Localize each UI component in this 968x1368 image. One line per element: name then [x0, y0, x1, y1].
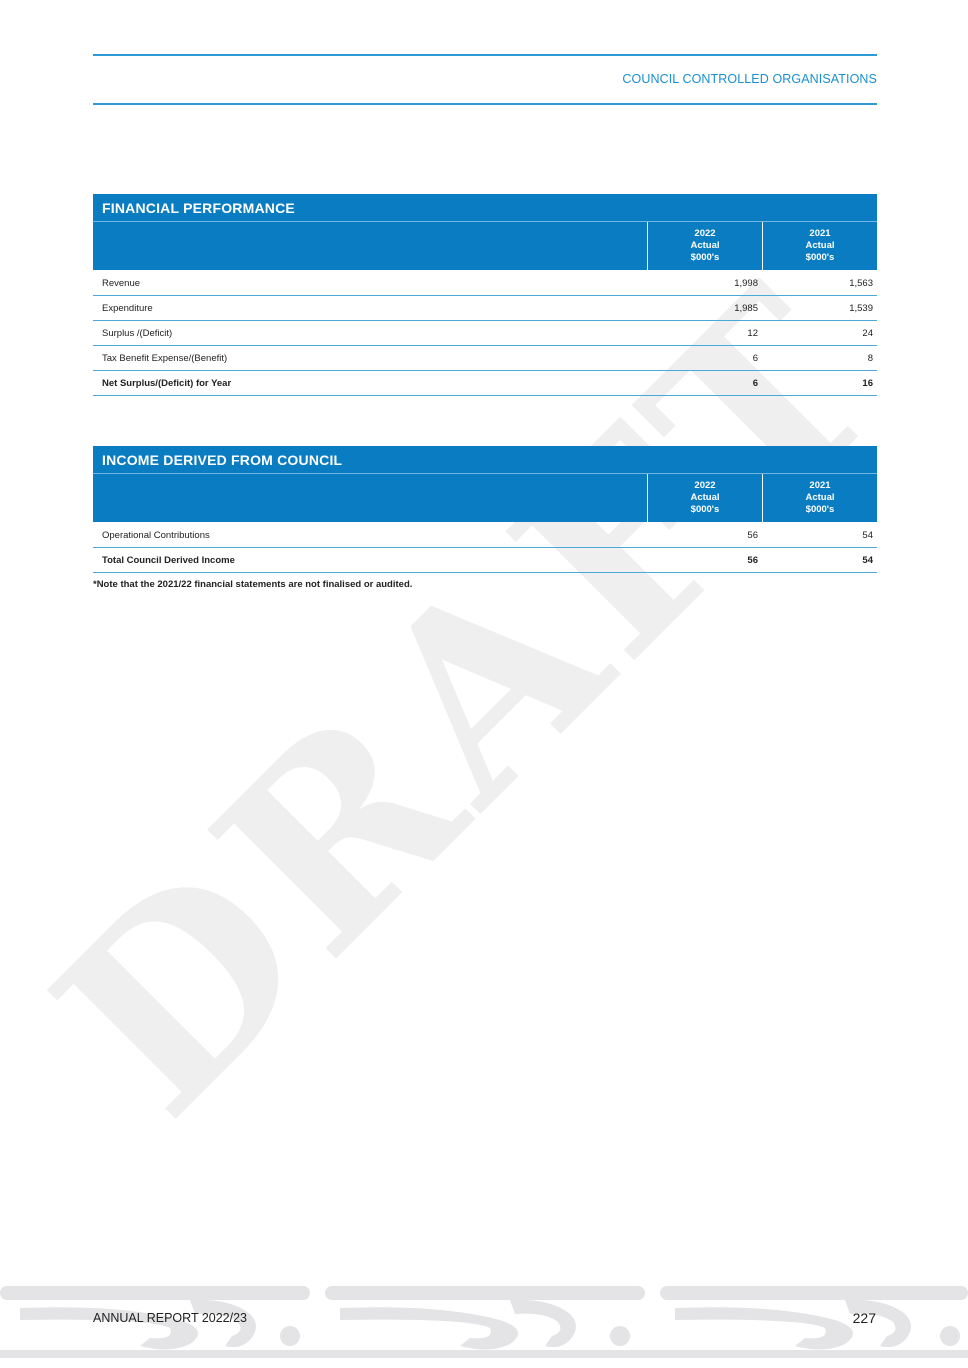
- value-2022: 1,998: [734, 277, 758, 289]
- page-number: 227: [852, 1310, 876, 1326]
- header-spacer: [93, 222, 648, 270]
- column-kind: Actual: [805, 492, 835, 503]
- row-label: Revenue: [102, 277, 141, 289]
- table-header: 2022 Actual $000's 2021 Actual $000's: [93, 221, 877, 270]
- income-from-council-table: INCOME DERIVED FROM COUNCIL 2022 Actual …: [93, 446, 877, 573]
- table-row: Expenditure 1,985 1,539: [93, 296, 877, 321]
- table-row: Surplus /(Deficit) 12 24: [93, 321, 877, 346]
- header-spacer: [93, 474, 648, 522]
- table-title: INCOME DERIVED FROM COUNCIL: [93, 446, 877, 473]
- column-year: 2021: [809, 228, 831, 239]
- table-row: Tax Benefit Expense/(Benefit) 6 8: [93, 346, 877, 371]
- column-header-2021: 2021 Actual $000's: [762, 474, 877, 522]
- table-title: FINANCIAL PERFORMANCE: [93, 194, 877, 221]
- row-label: Operational Contributions: [102, 529, 210, 541]
- column-header-2022: 2022 Actual $000's: [648, 222, 762, 270]
- column-unit: $000's: [805, 504, 835, 515]
- footnote: *Note that the 2021/22 financial stateme…: [93, 579, 413, 590]
- column-kind: Actual: [805, 240, 835, 251]
- row-label: Surplus /(Deficit): [102, 327, 173, 339]
- column-year: 2022: [694, 480, 716, 491]
- value-2021: 54: [862, 529, 873, 541]
- column-year: 2022: [694, 228, 716, 239]
- header-rule-top: [93, 54, 877, 56]
- value-2021: 8: [867, 352, 873, 364]
- header-rule-bottom: [93, 103, 877, 105]
- value-2022: 1,985: [734, 302, 758, 314]
- table-row: Operational Contributions 56 54: [93, 523, 877, 548]
- table-row: Revenue 1,998 1,563: [93, 271, 877, 296]
- row-label: Net Surplus/(Deficit) for Year: [102, 377, 232, 389]
- value-2021: 1,563: [849, 277, 873, 289]
- column-kind: Actual: [690, 492, 720, 503]
- table-row-total: Net Surplus/(Deficit) for Year 6 16: [93, 371, 877, 396]
- table-header: 2022 Actual $000's 2021 Actual $000's: [93, 473, 877, 522]
- column-unit: $000's: [805, 252, 835, 263]
- section-title: COUNCIL CONTROLLED ORGANISATIONS: [622, 72, 877, 86]
- value-2022: 12: [747, 327, 758, 339]
- row-label: Total Council Derived Income: [102, 554, 235, 566]
- column-header-2021: 2021 Actual $000's: [762, 222, 877, 270]
- value-2021: 16: [862, 377, 873, 389]
- column-header-2022: 2022 Actual $000's: [648, 474, 762, 522]
- value-2022: 6: [752, 377, 758, 389]
- value-2021: 1,539: [849, 302, 873, 314]
- table-row-total: Total Council Derived Income 56 54: [93, 548, 877, 573]
- column-kind: Actual: [690, 240, 720, 251]
- value-2022: 56: [747, 554, 758, 566]
- row-label: Tax Benefit Expense/(Benefit): [102, 352, 228, 364]
- row-label: Expenditure: [102, 302, 153, 314]
- footer-report-title: ANNUAL REPORT 2022/23: [93, 1311, 248, 1325]
- footer-pattern-icon: [0, 1286, 968, 1358]
- column-year: 2021: [809, 480, 831, 491]
- value-2021: 54: [862, 554, 873, 566]
- value-2022: 6: [752, 352, 758, 364]
- financial-performance-table: FINANCIAL PERFORMANCE 2022 Actual $000's…: [93, 194, 877, 396]
- value-2021: 24: [862, 327, 873, 339]
- column-unit: $000's: [690, 504, 720, 515]
- value-2022: 56: [747, 529, 758, 541]
- column-unit: $000's: [690, 252, 720, 263]
